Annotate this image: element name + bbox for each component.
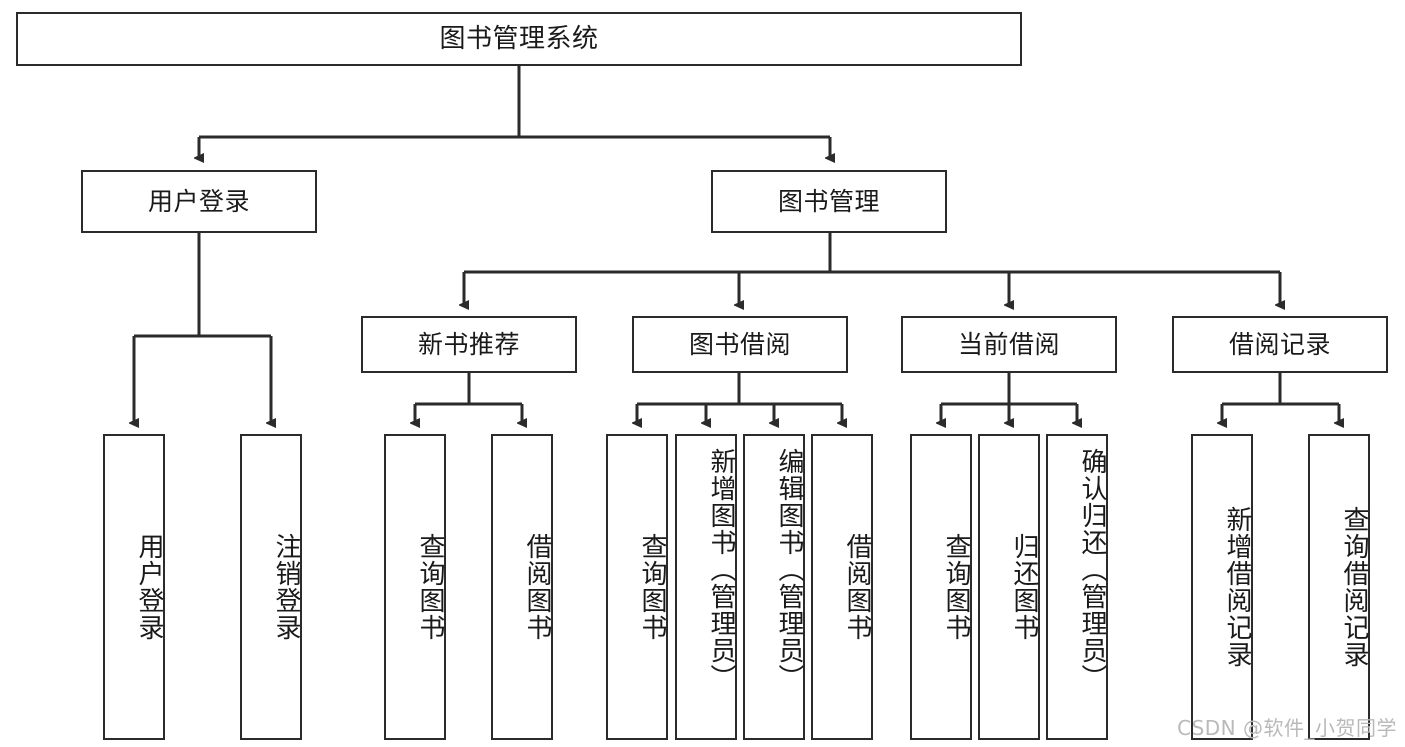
leaf-user-login-sign-in[interactable]: 用户登录	[103, 434, 165, 740]
leaf-label: 归还图书	[1009, 533, 1039, 641]
leaf-book-borrow-query-book[interactable]: 查询图书	[606, 434, 668, 740]
leaf-label: 新增借阅记录	[1222, 506, 1252, 668]
leaf-label: 查询图书	[415, 533, 445, 641]
leaf-book-borrow-edit-book-admin[interactable]: 编辑图书（管理员）	[743, 434, 805, 740]
leaf-label: 查询图书	[941, 533, 971, 641]
leaf-book-borrow-add-book-admin[interactable]: 新增图书（管理员）	[675, 434, 737, 740]
leaf-label: 注销登录	[271, 533, 301, 641]
node-new-book-recommendation[interactable]: 新书推荐	[361, 316, 577, 373]
leaf-new-book-borrow-book[interactable]: 借阅图书	[491, 434, 553, 740]
node-borrow-record[interactable]: 借阅记录	[1172, 316, 1388, 373]
node-user-login[interactable]: 用户登录	[81, 170, 317, 233]
leaf-book-borrow-borrow-book[interactable]: 借阅图书	[811, 434, 873, 740]
leaf-label: 借阅图书	[522, 533, 552, 641]
leaf-label: 新增图书（管理员）	[706, 448, 736, 691]
leaf-label: 用户登录	[134, 533, 164, 641]
leaf-borrow-record-add-record[interactable]: 新增借阅记录	[1191, 434, 1253, 740]
leaf-current-borrow-query-book[interactable]: 查询图书	[910, 434, 972, 740]
node-book-borrow[interactable]: 图书借阅	[632, 316, 848, 373]
leaf-borrow-record-query-record[interactable]: 查询借阅记录	[1308, 434, 1370, 740]
node-root-book-management-system[interactable]: 图书管理系统	[16, 12, 1022, 66]
leaf-user-login-sign-out[interactable]: 注销登录	[240, 434, 302, 740]
node-book-management[interactable]: 图书管理	[711, 170, 947, 233]
leaf-current-borrow-return-book[interactable]: 归还图书	[978, 434, 1040, 740]
leaf-new-book-query-book[interactable]: 查询图书	[384, 434, 446, 740]
leaf-label: 借阅图书	[842, 533, 872, 641]
node-current-borrow[interactable]: 当前借阅	[901, 316, 1117, 373]
leaf-label: 确认归还（管理员）	[1077, 448, 1107, 691]
leaf-label: 查询借阅记录	[1339, 506, 1369, 668]
leaf-label: 编辑图书（管理员）	[774, 448, 804, 691]
leaf-current-borrow-confirm-return-admin[interactable]: 确认归还（管理员）	[1046, 434, 1108, 740]
leaf-label: 查询图书	[637, 533, 667, 641]
